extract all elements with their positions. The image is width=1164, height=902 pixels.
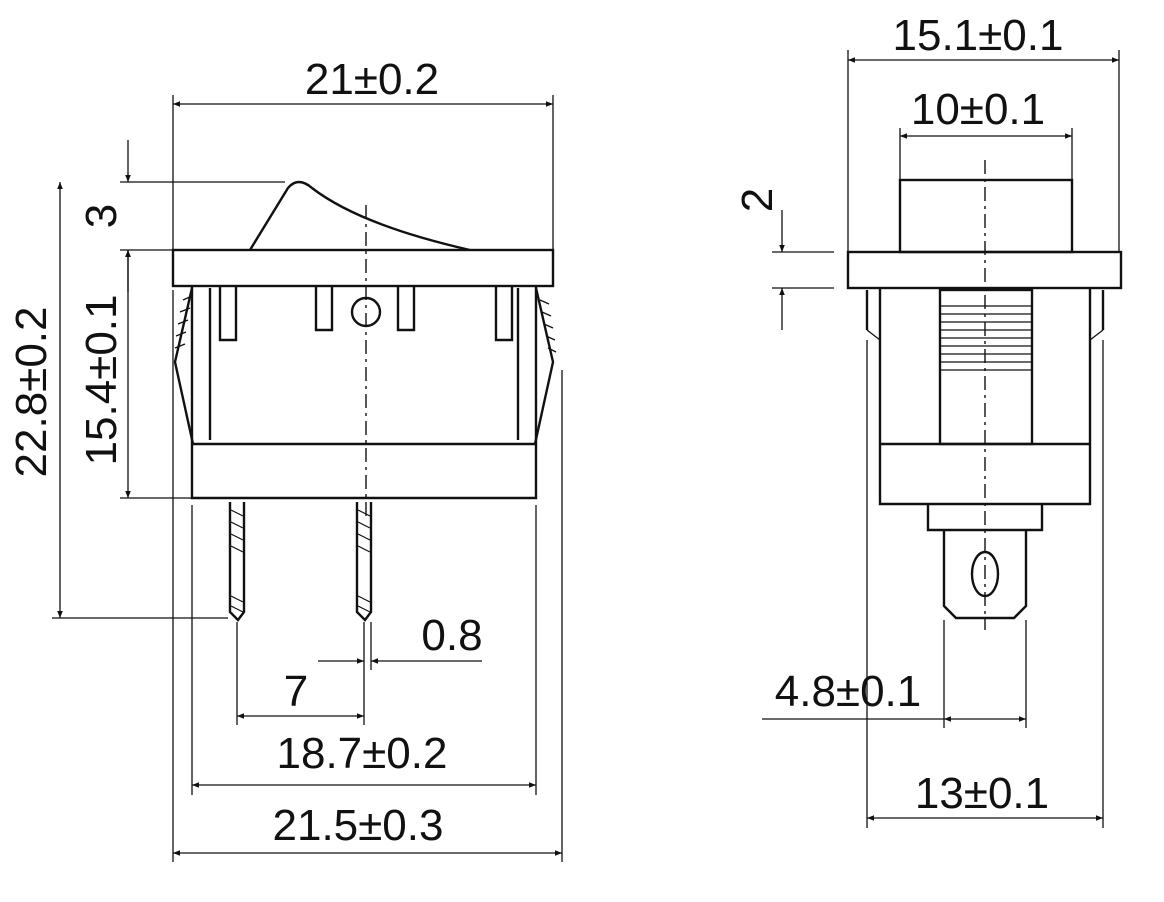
front-view: 21±0.2 3 15.4±0.1 22.8±0.2 0.8 7 18.7±0.… bbox=[7, 55, 563, 862]
dim-overall-width: 21±0.2 bbox=[305, 55, 439, 104]
terminal-left bbox=[228, 502, 246, 622]
left-snap-clip bbox=[173, 287, 195, 445]
dim-terminal-width: 4.8±0.1 bbox=[775, 667, 921, 716]
dim-rocker-height: 3 bbox=[77, 204, 126, 228]
side-view: 15.1±0.1 10±0.1 2 4.8±0.1 13±0.1 bbox=[733, 11, 1123, 828]
front-housing bbox=[190, 286, 538, 500]
dim-bezel-width: 15.1±0.1 bbox=[893, 11, 1064, 60]
side-spring bbox=[938, 288, 1034, 446]
side-rocker bbox=[898, 178, 1074, 254]
dim-body-width: 13±0.1 bbox=[915, 769, 1049, 818]
dim-rocker-width: 10±0.1 bbox=[911, 85, 1045, 134]
rocker-actuator bbox=[248, 180, 471, 252]
dim-terminal-thickness: 0.8 bbox=[421, 611, 482, 660]
dim-clip-width: 21.5±0.3 bbox=[273, 801, 444, 850]
right-snap-clip bbox=[533, 287, 555, 445]
dim-terminal-pitch: 7 bbox=[284, 667, 308, 716]
dim-bezel-thickness: 2 bbox=[733, 188, 782, 212]
terminal-right bbox=[355, 502, 373, 622]
front-bezel bbox=[171, 248, 555, 288]
dim-overall-height: 22.8±0.2 bbox=[7, 307, 56, 478]
dim-cutout-width: 18.7±0.2 bbox=[277, 729, 448, 778]
dim-body-height: 15.4±0.1 bbox=[77, 295, 126, 466]
side-terminal-blade bbox=[942, 530, 1028, 620]
